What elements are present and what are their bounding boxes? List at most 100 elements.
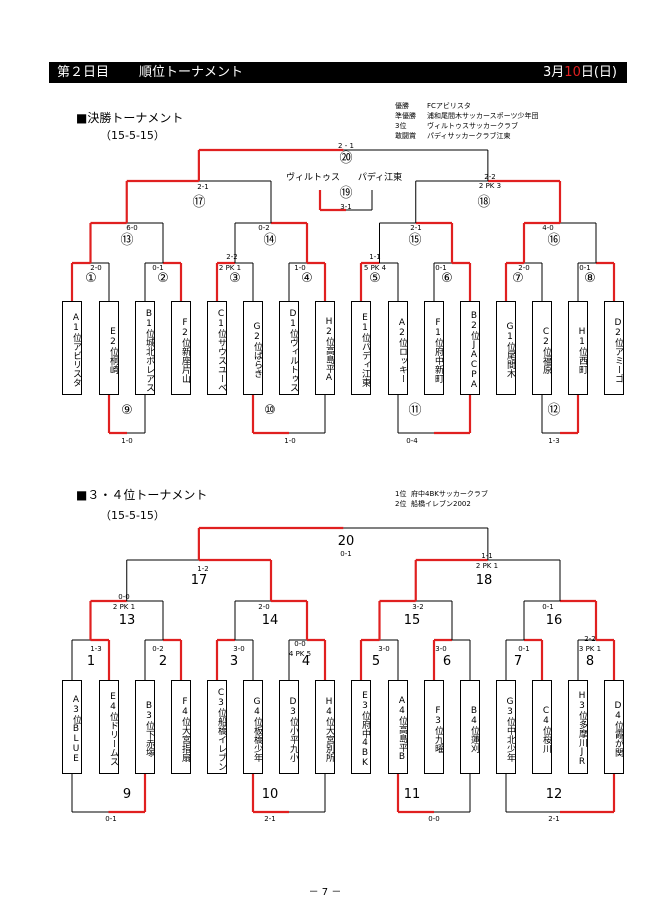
match-number: 7 [514,654,522,669]
match-score: 0-2 [152,645,163,653]
match-number: ⑮ [408,233,421,248]
match-score: 5 PK 4 [364,264,387,272]
third-team-box: F4位大宮指扇 [171,680,191,774]
match-number: 3 [230,654,238,669]
final-team-box: E1位パディ江東 [351,301,371,395]
match-score: 4 PK 5 [289,650,311,658]
final-team-box: F1位府中新町 [424,301,444,395]
third-team-box: G3位中北少年 [496,680,516,774]
third-team-box: D3位小平九小 [279,680,299,774]
match-score: 2-1 [264,815,275,823]
final-team-box: B1位城北ボレアス [135,301,155,395]
final-team-box: D1位ヴィルトゥス [279,301,299,395]
day-label: 第２日目 [57,65,110,80]
m19-right-team: パディ江東 [358,171,402,183]
match-score: 3-0 [233,645,244,653]
match-score: 2-1 [197,183,208,191]
third-team-box: E3位府中4BK [351,680,371,774]
final-team-box: H1位西町 [568,301,588,395]
third-team-box: E4位ドリームス [99,680,119,774]
page-header: 第２日目 順位トーナメント 3月10日(日) [49,62,627,83]
match-number: 8 [586,654,594,669]
match-number: 18 [476,573,493,588]
match-score: 1-1 [481,552,492,560]
header-title: 順位トーナメント [139,65,244,80]
match-score: 1-1 [369,253,380,261]
match-number: ⑨ [121,403,133,418]
match-score: 0-0 [118,593,129,601]
match-score: 0-4 [406,437,418,445]
match-number: ① [85,271,97,286]
third-team-box: B3位下赤塚 [135,680,155,774]
match-score: 0-1 [579,264,590,272]
match-number: ⑬ [120,233,133,248]
match-number: ⑫ [547,403,560,418]
third-team-box: H3位多摩川JR [568,680,588,774]
match-score: 2-0 [258,603,269,611]
match-number: 10 [262,787,279,802]
match-score: 1-3 [90,645,101,653]
final-team-box: A2位ロッキー [388,301,408,395]
final-team-box: H2位高島平A [315,301,335,395]
match-score: 4-0 [542,224,553,232]
match-number: 5 [372,654,380,669]
match-number: ④ [301,271,313,286]
match-score: 2-0 [90,264,101,272]
match-number: 14 [262,613,279,628]
third-team-box: C4位桜川 [532,680,552,774]
third-team-box: D4位霞が関 [604,680,624,774]
match-number: 6 [443,654,451,669]
match-number: 4 [302,654,310,669]
third-results: 1位府中4BKサッカークラブ 2位船橋イレブン2002 [395,490,488,508]
match-number: 1 [87,654,95,669]
third-team-box: G4位板橋少年 [243,680,263,774]
match-number: 17 [191,573,208,588]
third-team-box: F3位九曜 [424,680,444,774]
match-number: ② [157,271,169,286]
match-number: 12 [546,787,563,802]
match-score: 2-2 [226,253,237,261]
match-score: 2-1 [548,815,559,823]
match-number: ⑤ [369,271,381,286]
match-number: 16 [546,613,563,628]
match-number: ⑥ [441,271,453,286]
match-score: 0-1 [340,550,351,558]
third-team-box: A3位BLUE [62,680,82,774]
final-team-box: E2位桐崎 [99,301,119,395]
match-number: 13 [119,613,136,628]
match-score: 3-1 [340,203,351,211]
third-team-box: H4位大宮別所 [315,680,335,774]
match-score: 0-0 [428,815,439,823]
match-score: 1-0 [294,264,305,272]
match-score: 0-0 [294,640,305,648]
third-format: （15-5-15） [100,509,165,522]
match-number: ⑦ [512,271,524,286]
match-score: 3 PK 1 [579,645,601,653]
match-score: 2 - 1 [338,142,354,150]
match-number: 2 [159,654,167,669]
final-format: （15-5-15） [100,129,165,142]
match-score: 0-1 [518,645,529,653]
final-team-box: B2位JACPA [460,301,480,395]
match-number: 20 [338,534,355,549]
match-score: 0-2 [258,224,269,232]
match-number: ⑳ [339,151,352,166]
match-score: 2 PK 1 [476,562,498,570]
match-number: 9 [123,787,131,802]
match-score: 3-0 [378,645,389,653]
third-section-title: ■３・４位トーナメント [76,488,208,502]
final-team-box: A1位アビリスタ [62,301,82,395]
match-score: 0-1 [435,264,446,272]
match-score: 3-2 [412,603,423,611]
match-number: ⑱ [477,195,490,210]
final-team-box: C2位福原 [532,301,552,395]
header-date: 3月10日(日) [543,65,617,80]
match-score: 2-0 [518,264,529,272]
match-score: 1-0 [121,437,132,445]
match-score: 2 PK 3 [479,182,501,190]
third-team-box: B4位蓮刈 [460,680,480,774]
match-number: ③ [229,271,241,286]
final-team-box: G2位ぱらき [243,301,263,395]
match-score: 1-2 [197,565,208,573]
